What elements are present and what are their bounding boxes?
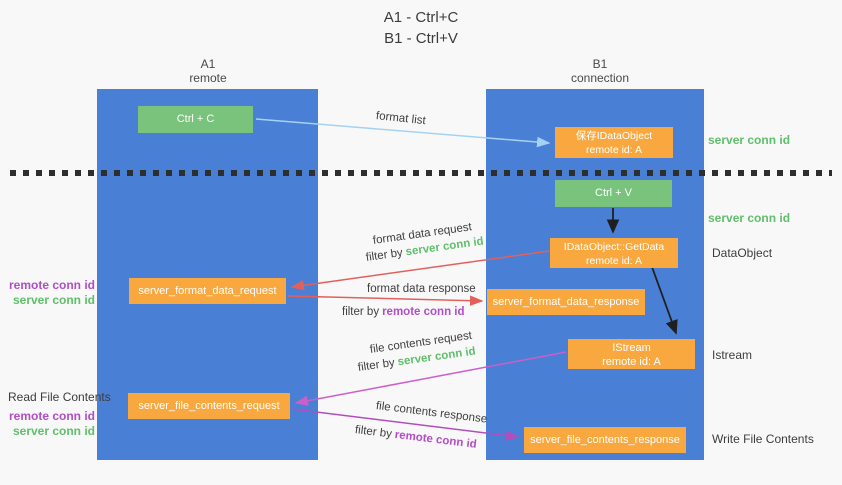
label-remote-conn-id-2: remote conn id (8, 409, 95, 423)
label-group-file-conn-ids: remote conn id server conn id (0, 409, 95, 439)
label-group-format-conn-ids: remote conn id server conn id (0, 278, 95, 308)
node-getdata-title: IDataObject::GetData (563, 241, 665, 253)
column-b1-name: B1 (592, 57, 608, 71)
node-server-format-data-response: server_format_data_response (487, 289, 645, 315)
column-header-a1: A1 remote (148, 57, 268, 85)
label-istream: Istream (712, 348, 753, 362)
title-line-2: B1 - Ctrl+V (384, 30, 458, 47)
remote-conn-id-text: remote conn id (382, 306, 465, 318)
diagram-title: A1 - Ctrl+C B1 - Ctrl+V (321, 7, 521, 49)
node-server-file-contents-response: server_file_contents_response (524, 427, 686, 453)
label-dataobject: DataObject (712, 246, 773, 260)
column-b1-role: connection (570, 71, 630, 85)
filter-by-text: filter by (365, 246, 404, 264)
label-server-conn-id-mid: server conn id (708, 211, 791, 225)
node-ctrl-c: Ctrl + C (138, 106, 253, 133)
node-save-idataobject-subtitle: remote id: A (585, 144, 643, 156)
label-read-file-contents: Read File Contents (8, 390, 111, 404)
node-ctrl-v: Ctrl + V (555, 180, 672, 207)
node-getdata-subtitle: remote id: A (585, 255, 643, 267)
label-server-conn-id-1: server conn id (12, 293, 95, 307)
label-format-data-response: format data response (367, 283, 476, 295)
label-format-list: format list (375, 110, 427, 128)
column-a1-name: A1 (200, 57, 216, 71)
node-istream-subtitle: remote id: A (602, 356, 661, 368)
label-file-contents-response: file contents response (375, 400, 488, 426)
label-server-conn-id-2: server conn id (12, 424, 95, 438)
label-write-file-contents: Write File Contents (712, 432, 814, 446)
node-server-file-contents-request: server_file_contents_request (128, 393, 290, 419)
node-save-idataobject: 保存IDataObject remote id: A (555, 127, 673, 158)
title-line-1: A1 - Ctrl+C (383, 9, 459, 26)
column-header-b1: B1 connection (540, 57, 660, 85)
node-server-format-data-request: server_format_data_request (129, 278, 286, 304)
dashed-separator (10, 170, 832, 176)
label-remote-conn-id-1: remote conn id (8, 278, 95, 292)
node-istream-title: IStream (612, 342, 651, 354)
node-save-idataobject-title: 保存IDataObject (575, 130, 653, 142)
remote-conn-id-text: remote conn id (394, 428, 478, 451)
filter-by-text: filter by (357, 356, 396, 374)
filter-by-text: filter by (354, 424, 393, 441)
column-a1-role: remote (189, 71, 227, 85)
node-istream: IStream remote id: A (568, 339, 695, 369)
filter-by-text: filter by (342, 306, 380, 318)
node-idataobject-getdata: IDataObject::GetData remote id: A (550, 238, 678, 268)
label-server-conn-id-top: server conn id (708, 133, 791, 147)
